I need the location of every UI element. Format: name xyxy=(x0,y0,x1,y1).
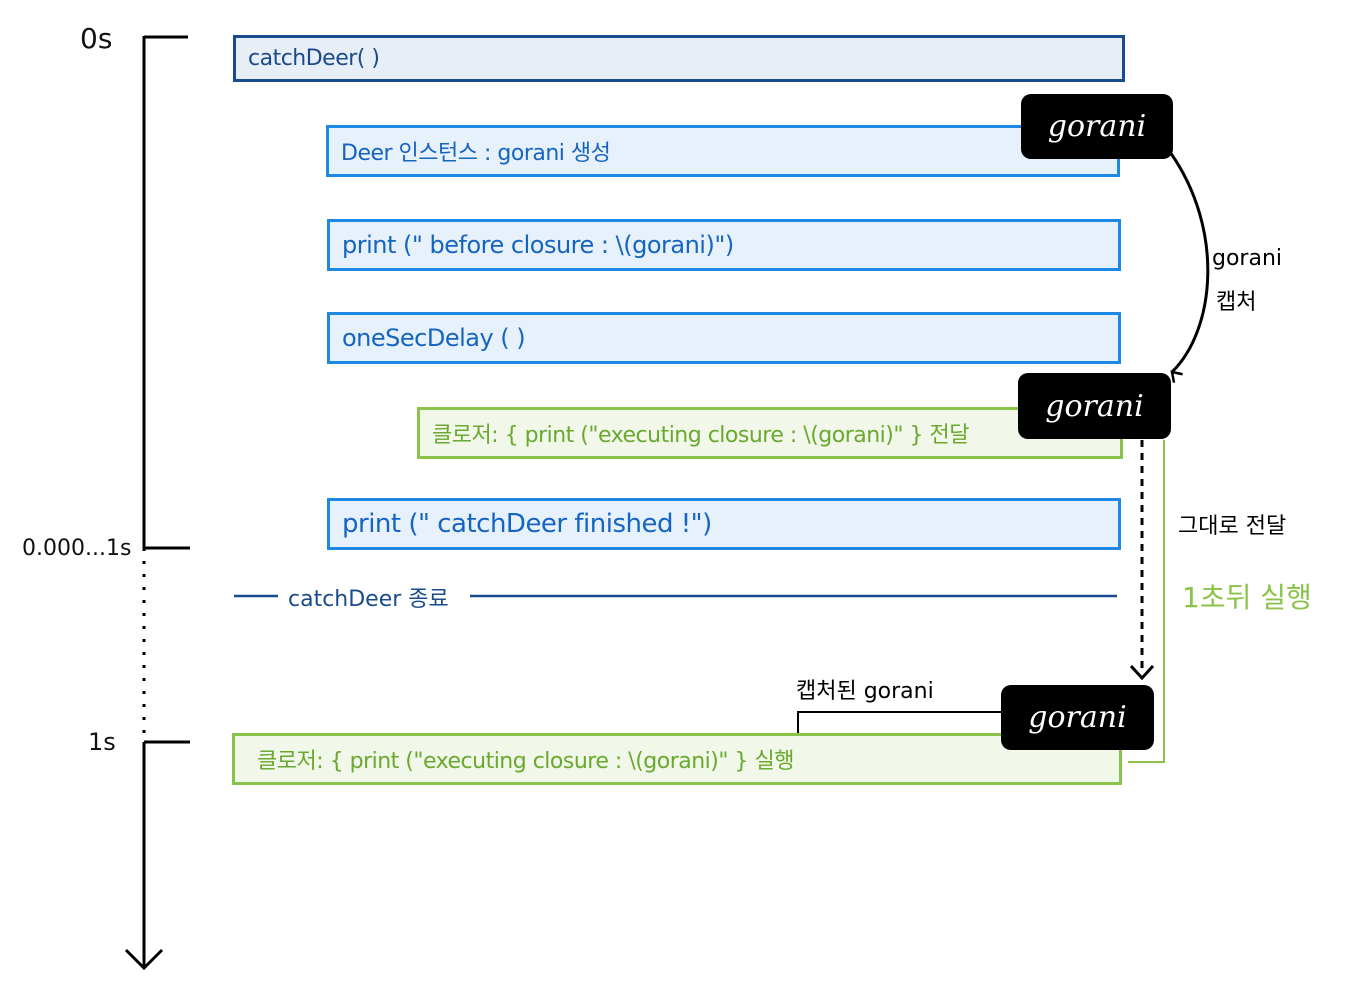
pass-label: 그대로 전달 xyxy=(1178,514,1287,539)
end-line-label: catchDeer 종료 xyxy=(288,587,449,612)
tick-label-1s: 1s xyxy=(88,728,116,756)
tick-label-mid: 0.000...1s xyxy=(22,536,132,561)
block-catch-deer: catchDeer( ) xyxy=(233,35,1125,82)
block-print-before: print (" before closure : \(gorani)") xyxy=(327,219,1121,271)
block-closure-execute: 클로저: { print ("executing closure : \(gor… xyxy=(232,733,1122,785)
time-axis-arrowhead xyxy=(124,948,164,971)
capture-label-word: gorani xyxy=(1212,246,1283,271)
block-print-finished: print (" catchDeer finished !") xyxy=(327,498,1121,550)
capture-arrow xyxy=(1168,151,1210,372)
gorani-tag-executing: gorani xyxy=(1001,685,1154,750)
run-after-label: 1초뒤 실행 xyxy=(1182,581,1312,614)
captured-gorani-label: 캡처된 gorani xyxy=(796,679,934,704)
block-create-instance: Deer 인스턴스 : gorani 생성 xyxy=(326,125,1120,177)
tick-label-0s: 0s xyxy=(80,22,113,55)
block-closure-register: 클로저: { print ("executing closure : \(gor… xyxy=(417,407,1123,459)
capture-label-suffix: 캡처 xyxy=(1216,290,1257,315)
gorani-tag-captured: gorani xyxy=(1018,373,1171,439)
gorani-tag-created: gorani xyxy=(1021,94,1173,159)
pass-arrowhead xyxy=(1129,664,1155,681)
block-one-sec-delay: oneSecDelay ( ) xyxy=(327,312,1121,364)
